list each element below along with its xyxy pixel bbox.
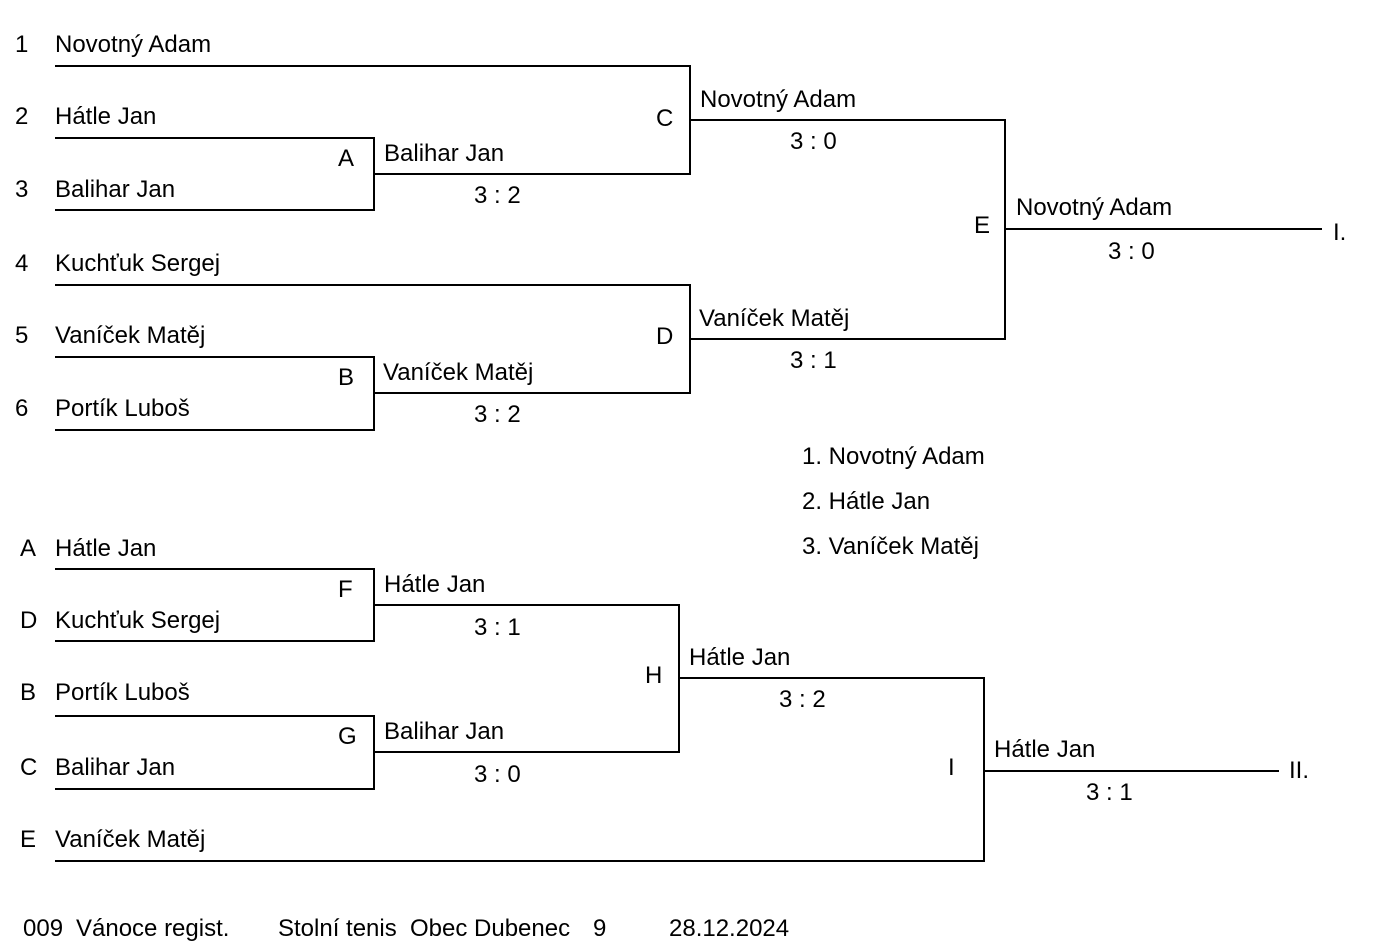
match-score: 3 : 0 bbox=[474, 761, 521, 788]
entry-name: Portík Luboš bbox=[55, 679, 190, 706]
match-label: A bbox=[338, 145, 354, 172]
match-score: 3 : 1 bbox=[474, 614, 521, 641]
footer-date: 28.12.2024 bbox=[669, 915, 789, 942]
bracket-line-a bbox=[55, 137, 375, 211]
entry-source: A bbox=[20, 535, 36, 562]
entry-source: B bbox=[20, 679, 36, 706]
entry-name: Balihar Jan bbox=[55, 754, 175, 781]
match-winner: Hátle Jan bbox=[689, 644, 790, 671]
seed-number: 3 bbox=[15, 176, 28, 203]
match-label: G bbox=[338, 723, 357, 750]
match-winner: Balihar Jan bbox=[384, 140, 504, 167]
match-label: D bbox=[656, 323, 673, 350]
footer-sport: Stolní tenis bbox=[278, 915, 397, 942]
entry-name: Vaníček Matěj bbox=[55, 826, 205, 853]
match-score: 3 : 1 bbox=[790, 347, 837, 374]
bracket-line-i bbox=[55, 677, 985, 862]
seed-name: Portík Luboš bbox=[55, 395, 190, 422]
match-winner: Hátle Jan bbox=[384, 571, 485, 598]
place-label: II. bbox=[1289, 757, 1309, 784]
seed-number: 1 bbox=[15, 31, 28, 58]
match-winner: Balihar Jan bbox=[384, 718, 504, 745]
seed-number: 2 bbox=[15, 103, 28, 130]
footer: 009 Vánoce regist. Stolní tenis Obec Dub… bbox=[23, 915, 789, 942]
match-score: 3 : 0 bbox=[790, 128, 837, 155]
entry-source: E bbox=[20, 826, 36, 853]
match-label: I bbox=[948, 754, 955, 781]
consolation-draw: A D B C E Hátle Jan Kuchťuk Sergej Portí… bbox=[20, 535, 1309, 862]
match-winner: Vaníček Matěj bbox=[699, 305, 849, 332]
match-score: 3 : 2 bbox=[474, 182, 521, 209]
standing-item: 1. Novotný Adam bbox=[802, 443, 985, 470]
match-label: H bbox=[645, 662, 662, 689]
match-winner: Novotný Adam bbox=[700, 86, 856, 113]
match-winner: Vaníček Matěj bbox=[383, 359, 533, 386]
seed-number: 4 bbox=[15, 250, 28, 277]
footer-number: 9 bbox=[593, 915, 606, 942]
match-label: B bbox=[338, 364, 354, 391]
match-winner: Novotný Adam bbox=[1016, 194, 1172, 221]
match-label: F bbox=[338, 576, 353, 603]
match-score: 3 : 2 bbox=[779, 686, 826, 713]
entry-source: C bbox=[20, 754, 37, 781]
final-standings: 1. Novotný Adam 2. Hátle Jan 3. Vaníček … bbox=[802, 443, 985, 560]
entry-source: D bbox=[20, 607, 37, 634]
footer-code: 009 bbox=[23, 915, 63, 942]
entry-name: Hátle Jan bbox=[55, 535, 156, 562]
standing-item: 3. Vaníček Matěj bbox=[802, 533, 979, 560]
seed-number: 5 bbox=[15, 322, 28, 349]
match-score: 3 : 0 bbox=[1108, 238, 1155, 265]
seed-number: 6 bbox=[15, 395, 28, 422]
match-score: 3 : 1 bbox=[1086, 779, 1133, 806]
match-winner: Hátle Jan bbox=[994, 736, 1095, 763]
match-label: C bbox=[656, 105, 673, 132]
seed-name: Hátle Jan bbox=[55, 103, 156, 130]
entry-name: Kuchťuk Sergej bbox=[55, 607, 220, 634]
place-label: I. bbox=[1333, 219, 1346, 246]
seed-name: Vaníček Matěj bbox=[55, 322, 205, 349]
standing-item: 2. Hátle Jan bbox=[802, 488, 930, 515]
match-label: E bbox=[974, 212, 990, 239]
footer-event: Vánoce regist. bbox=[76, 915, 229, 942]
seed-name: Novotný Adam bbox=[55, 31, 211, 58]
seed-name: Balihar Jan bbox=[55, 176, 175, 203]
main-draw: 1 2 3 4 5 6 Novotný Adam Hátle Jan Balih… bbox=[15, 31, 1346, 431]
bracket-line-b bbox=[55, 356, 375, 431]
seed-name: Kuchťuk Sergej bbox=[55, 250, 220, 277]
footer-club: Obec Dubenec bbox=[410, 915, 570, 942]
match-score: 3 : 2 bbox=[474, 401, 521, 428]
